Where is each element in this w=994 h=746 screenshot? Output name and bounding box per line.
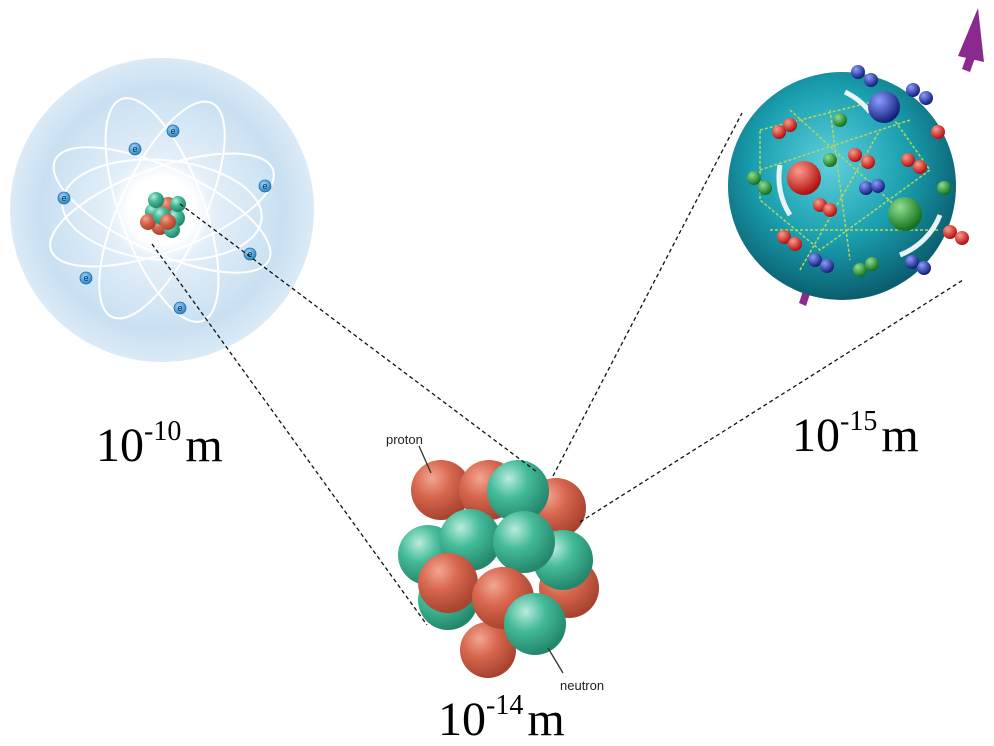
electron-label: e bbox=[61, 193, 66, 203]
electron-label: e bbox=[247, 249, 252, 259]
atom-scale-unit: m bbox=[185, 419, 223, 472]
neutron-leader-line bbox=[547, 647, 564, 674]
nucleon-scale-exponent: -15 bbox=[840, 406, 878, 437]
electron-label: e bbox=[262, 181, 267, 191]
rotation-arrow bbox=[776, 164, 793, 217]
neutron-label: neutron bbox=[560, 678, 604, 693]
electron-label: e bbox=[132, 144, 137, 154]
electron: e bbox=[166, 124, 180, 138]
electron-label: e bbox=[83, 273, 88, 283]
sea-quarks bbox=[747, 65, 969, 277]
valence-quarks bbox=[787, 91, 922, 231]
electron: e bbox=[57, 191, 71, 205]
electron-orbits bbox=[49, 97, 275, 323]
nucleon-diagram bbox=[728, 8, 984, 306]
atom-scale-base: 10 bbox=[96, 419, 144, 472]
electron: e bbox=[79, 271, 93, 285]
nucleus-diagram: proton neutron bbox=[386, 432, 604, 693]
electron-label: e bbox=[170, 126, 175, 136]
spin-arrow-head bbox=[958, 8, 984, 62]
rotation-arrow bbox=[899, 214, 943, 258]
atom-scale-label: 10-10m bbox=[96, 418, 223, 472]
nucleus-scale-base: 10 bbox=[438, 693, 486, 746]
electron: e bbox=[173, 301, 187, 315]
electron: e bbox=[258, 179, 272, 193]
proton-label: proton bbox=[386, 432, 423, 447]
nucleon-scale-unit: m bbox=[881, 409, 919, 462]
electron: e bbox=[128, 142, 142, 156]
electrons: e e e e e e e bbox=[57, 124, 272, 315]
nucleus-scale-exponent: -14 bbox=[486, 690, 524, 721]
electron: e bbox=[243, 247, 257, 261]
proton-leader-line bbox=[418, 445, 432, 474]
atom-nucleus bbox=[140, 192, 186, 238]
atom-scale-exponent: -10 bbox=[144, 416, 182, 447]
nucleon-scale-base: 10 bbox=[792, 409, 840, 462]
nucleus-scale-label: 10-14m bbox=[438, 692, 565, 746]
nucleus-scale-unit: m bbox=[527, 693, 565, 746]
electron-label: e bbox=[177, 303, 182, 313]
nucleon-scale-label: 10-15m bbox=[792, 408, 919, 462]
atom-diagram: e e e e e e e bbox=[10, 58, 314, 362]
zoom-lines bbox=[151, 112, 964, 626]
